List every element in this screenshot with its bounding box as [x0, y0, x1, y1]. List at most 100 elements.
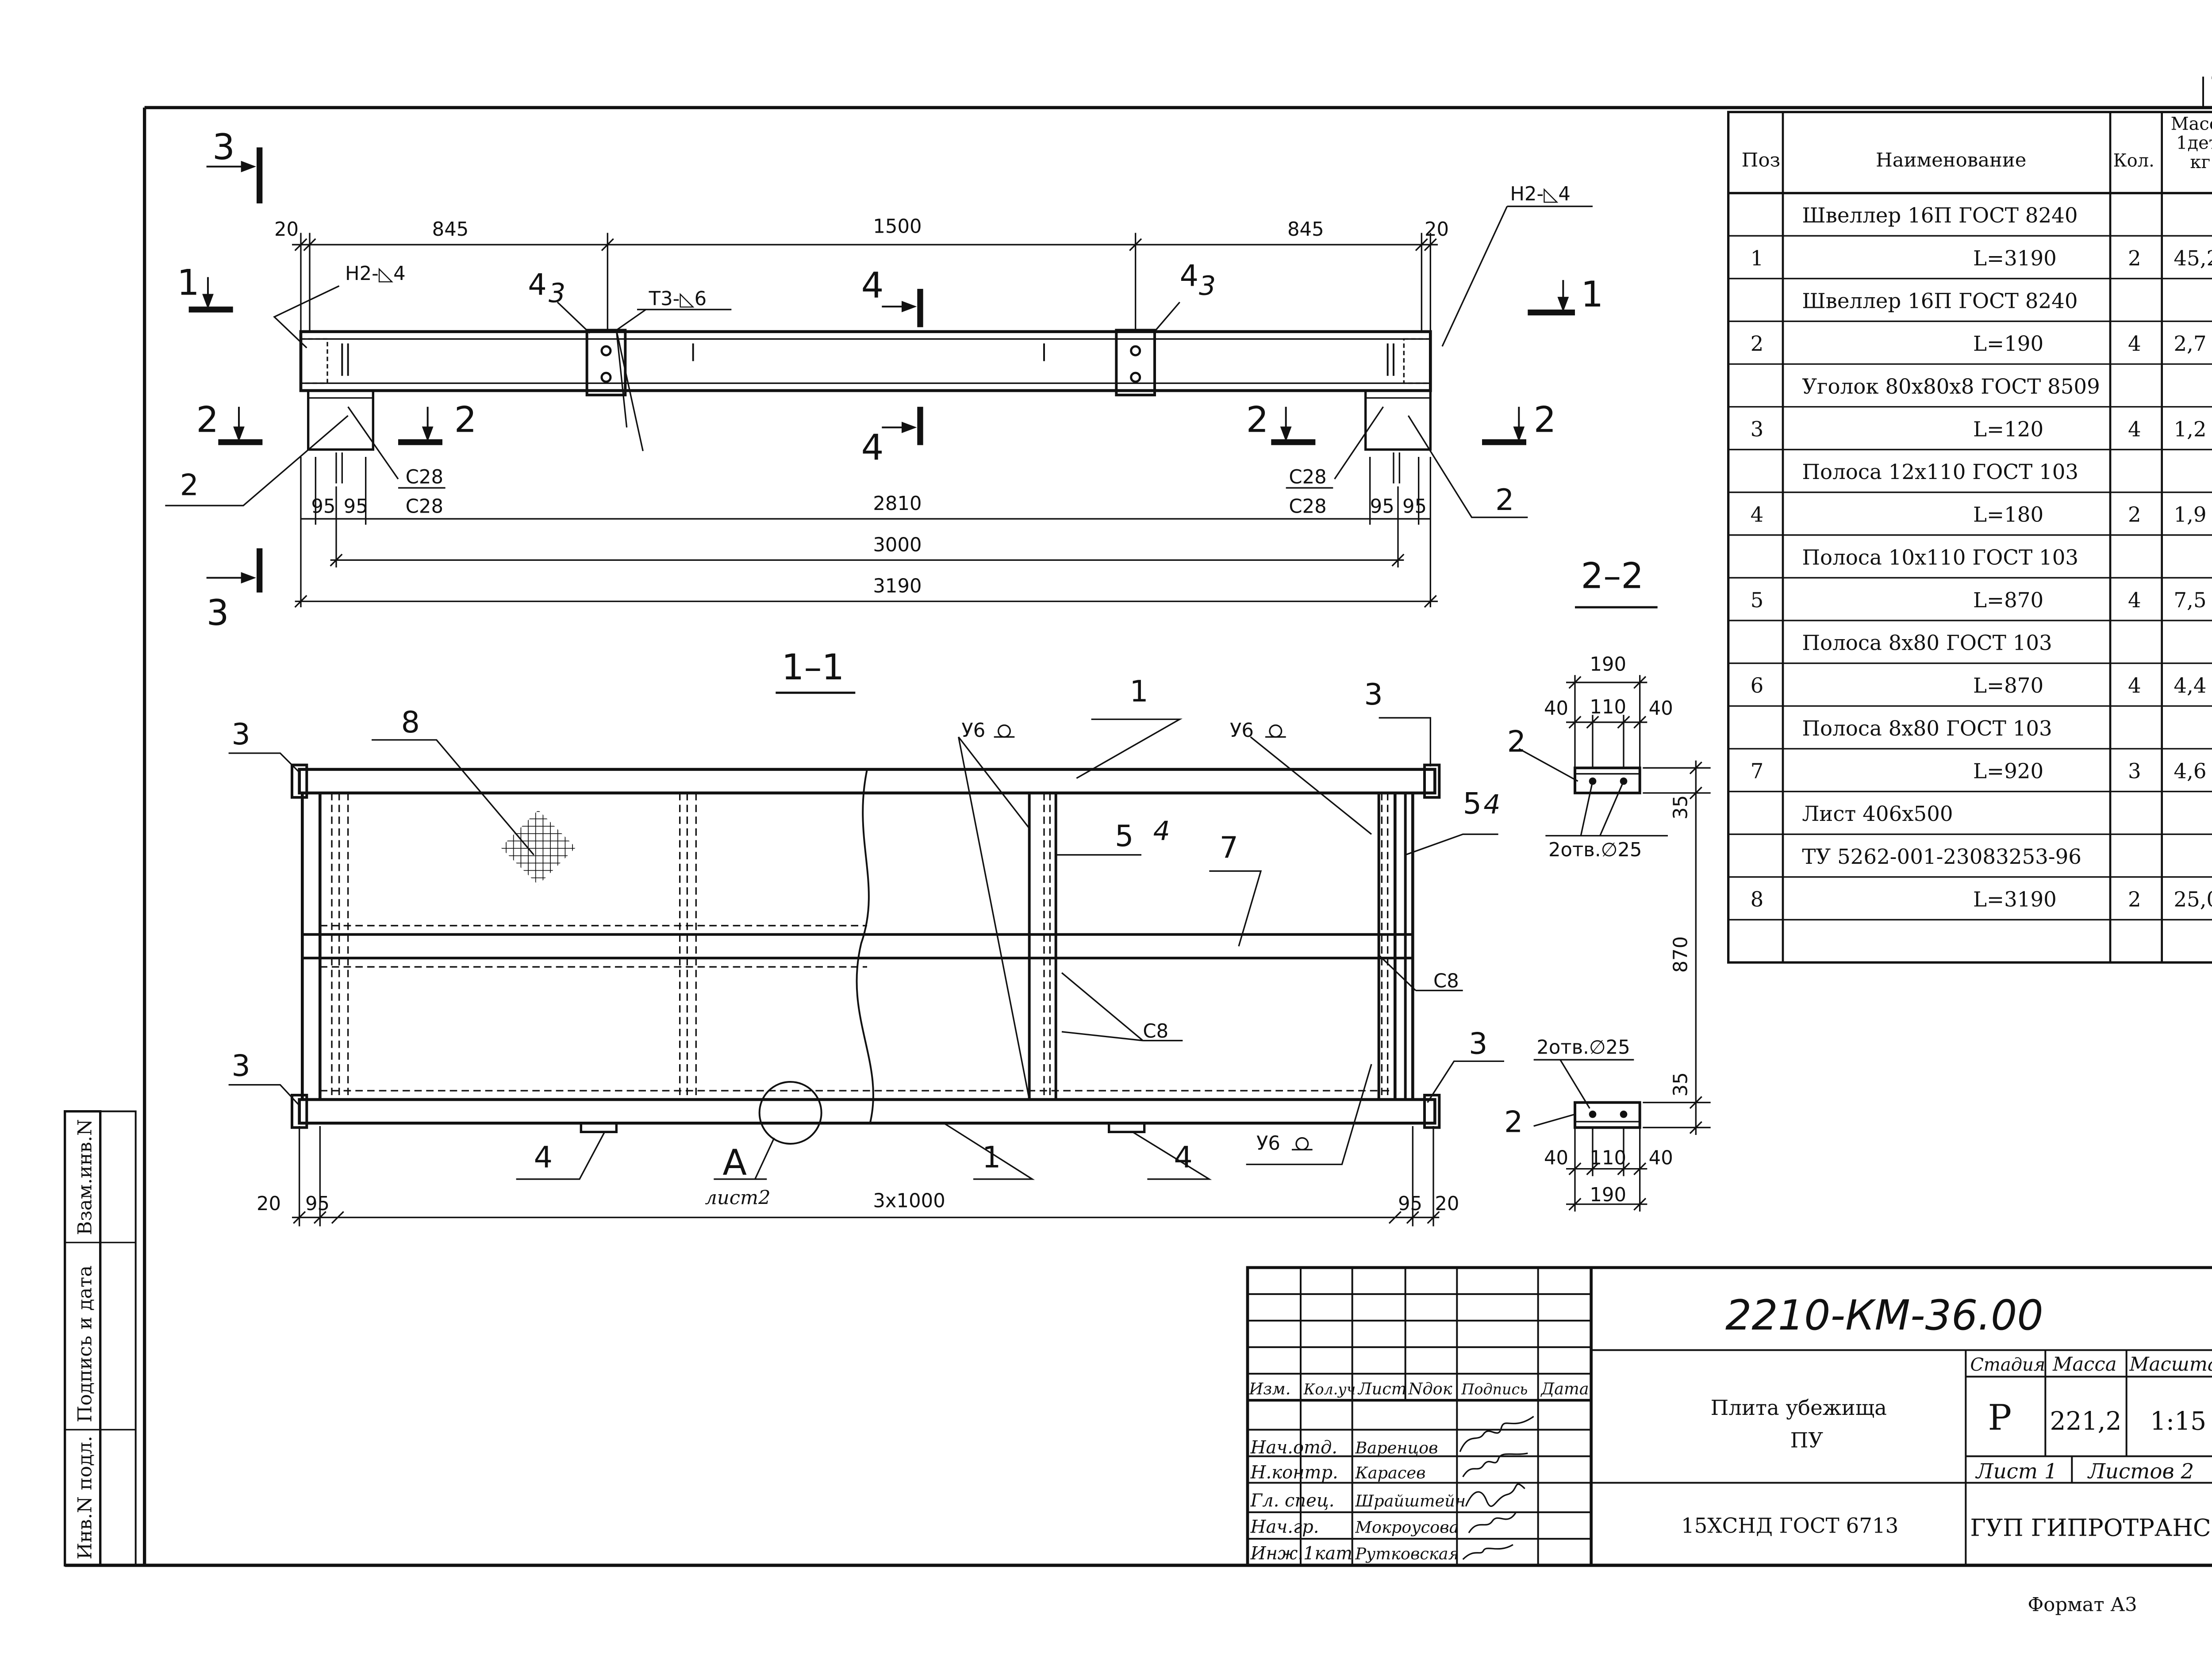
- spec-cell-qty: 4: [2128, 332, 2141, 356]
- s22-dim-35-bottom: 35: [1670, 1072, 1692, 1096]
- tb-head-sign: Подпись: [1461, 1381, 1528, 1398]
- section-1-1-title: 1–1: [782, 647, 845, 688]
- weld-h2-left: Н2-◺4: [345, 263, 406, 285]
- s22-pos-2-bottom: 2: [1504, 1104, 1523, 1139]
- tb-role: Н.контр.: [1250, 1462, 1338, 1483]
- weld-c8-mid: С8: [1143, 1020, 1168, 1042]
- spec-row: Уголок 80х80х8 ГОСТ 8509: [1728, 375, 2212, 408]
- s11-pos-4-left: 4: [534, 1140, 553, 1174]
- tb-person: Шрайштейн: [1355, 1491, 1466, 1510]
- dim-bot-3190: 3190: [873, 575, 922, 598]
- signatures: [1459, 1416, 1534, 1560]
- spec-cell-qty: 4: [2128, 589, 2141, 613]
- s11-dim-20-right: 20: [1435, 1193, 1459, 1215]
- tb-role: Инж.1кат: [1250, 1544, 1352, 1564]
- spec-cell-pos: 4: [1751, 503, 1764, 527]
- weld-y6-b: У6: [1230, 720, 1254, 742]
- s11-dim-95-left: 95: [305, 1193, 330, 1215]
- c28-left-a: С28: [406, 466, 443, 488]
- s11-hand-4-right: 4: [1483, 789, 1500, 820]
- tb-role: Нач.гр.: [1250, 1517, 1319, 1537]
- spec-cell-pos: 7: [1751, 760, 1764, 784]
- s11-pos-1-top: 1: [1129, 674, 1148, 709]
- s11-pos-3-br: 3: [1469, 1027, 1487, 1061]
- s11-dim-95-right: 95: [1398, 1193, 1422, 1215]
- s11-pos-3-bl: 3: [231, 1049, 250, 1083]
- title-block: Изм. Кол.уч Лист Nдок Подпись Дата Нач.о…: [1246, 1266, 2212, 1567]
- spec-cell-qty: 2: [2128, 247, 2141, 271]
- tb-head-ndok: Nдок: [1408, 1380, 1452, 1399]
- section-2-2-title: 2–2: [1581, 556, 1644, 597]
- c28-right-b: С28: [1289, 496, 1326, 518]
- spec-cell-pos: 8: [1751, 888, 1764, 912]
- section-1-1: 1–1: [228, 647, 1504, 1226]
- spec-cell-pos: 6: [1751, 674, 1764, 698]
- spec-cell-name: Лист 406х500: [1802, 802, 1953, 826]
- s22-holes-bottom: 2отв.∅25: [1536, 1037, 1630, 1059]
- detail-a-label: А: [722, 1142, 747, 1183]
- spec-cell-pos: 3: [1751, 418, 1764, 441]
- tb-stage: Р: [1988, 1397, 2012, 1438]
- s11-dim-3x1000: 3x1000: [873, 1190, 945, 1212]
- s22-dim-35-top: 35: [1670, 795, 1692, 820]
- s22-dim-40-br: 40: [1649, 1147, 1673, 1169]
- spec-cell-qty: 2: [2128, 503, 2141, 527]
- spec-row: Лист 406х500: [1728, 802, 2212, 835]
- spec-cell-qty: 4: [2128, 418, 2141, 441]
- elev-pos-2-left: 2: [180, 468, 199, 502]
- dim-top-1500: 1500: [873, 216, 922, 238]
- dim-top-20-right: 20: [1425, 218, 1449, 241]
- s22-dim-40-tl: 40: [1544, 697, 1568, 720]
- spec-cell-name: Полоса 8х80 ГОСТ 103: [1802, 632, 2052, 655]
- tb-mass: 221,2: [2050, 1406, 2121, 1436]
- mesh-hatch: [500, 810, 576, 885]
- elev-pos-4-left: 4: [528, 267, 546, 302]
- dim-bot-3000: 3000: [873, 534, 922, 556]
- spec-header-name: Наименование: [1876, 149, 2026, 172]
- side-stamp-sign: Подпись и дата: [74, 1265, 96, 1422]
- spec-cell-name: Полоса 8х80 ГОСТ 103: [1802, 717, 2052, 741]
- spec-cell-pos: 1: [1751, 247, 1764, 271]
- dim-bot-95-b: 95: [344, 496, 368, 518]
- tb-person: Варенцов: [1355, 1438, 1438, 1457]
- format-label: Формат А3: [2028, 1594, 2137, 1616]
- tb-material: 15ХСНД ГОСТ 6713: [1681, 1514, 1898, 1538]
- s22-holes-top: 2отв.∅25: [1548, 839, 1642, 861]
- tb-title-1: Плита убежища: [1711, 1396, 1887, 1420]
- tb-mass-label: Масса: [2052, 1353, 2117, 1376]
- spec-cell-mass: 45,2: [2174, 247, 2212, 271]
- s11-pos-5-right: 5: [1463, 786, 1482, 821]
- dim-top-845-left: 845: [432, 218, 469, 241]
- cut-2-c: 2: [1246, 399, 1269, 440]
- tb-person: Мокроусова: [1355, 1518, 1459, 1537]
- weld-c8-right: С8: [1433, 970, 1459, 993]
- cut-1-right: 1: [1581, 274, 1603, 315]
- tb-head-date: Дата: [1540, 1380, 1589, 1399]
- side-stamp: Инв.N подл. Подпись и дата Взам.инв.N: [64, 1110, 137, 1567]
- spec-row: Швеллер 16П ГОСТ 8240: [1728, 204, 2212, 237]
- tb-head-kol: Кол.уч: [1303, 1381, 1356, 1398]
- spec-header-mass: Масса 1дет, кг: [2170, 115, 2212, 172]
- cut-3-top: 3: [212, 126, 235, 168]
- weld-y6-a: У6: [961, 720, 985, 742]
- s11-pos-3-tr: 3: [1364, 677, 1382, 712]
- tb-scale: 1:15: [2150, 1406, 2206, 1436]
- tb-stage-label: Стадия: [1970, 1355, 2045, 1375]
- spec-cell-mass: 4,4: [2174, 674, 2206, 698]
- s22-dim-870: 870: [1670, 936, 1692, 973]
- s11-pos-5-left: 5: [1115, 819, 1133, 853]
- spec-cell-name: L=180: [1973, 503, 2043, 527]
- spec-row: Полоса 8х80 ГОСТ 103: [1728, 632, 2212, 664]
- cut-2-b: 2: [454, 399, 477, 440]
- spec-row: Полоса 8х80 ГОСТ 103: [1728, 717, 2212, 750]
